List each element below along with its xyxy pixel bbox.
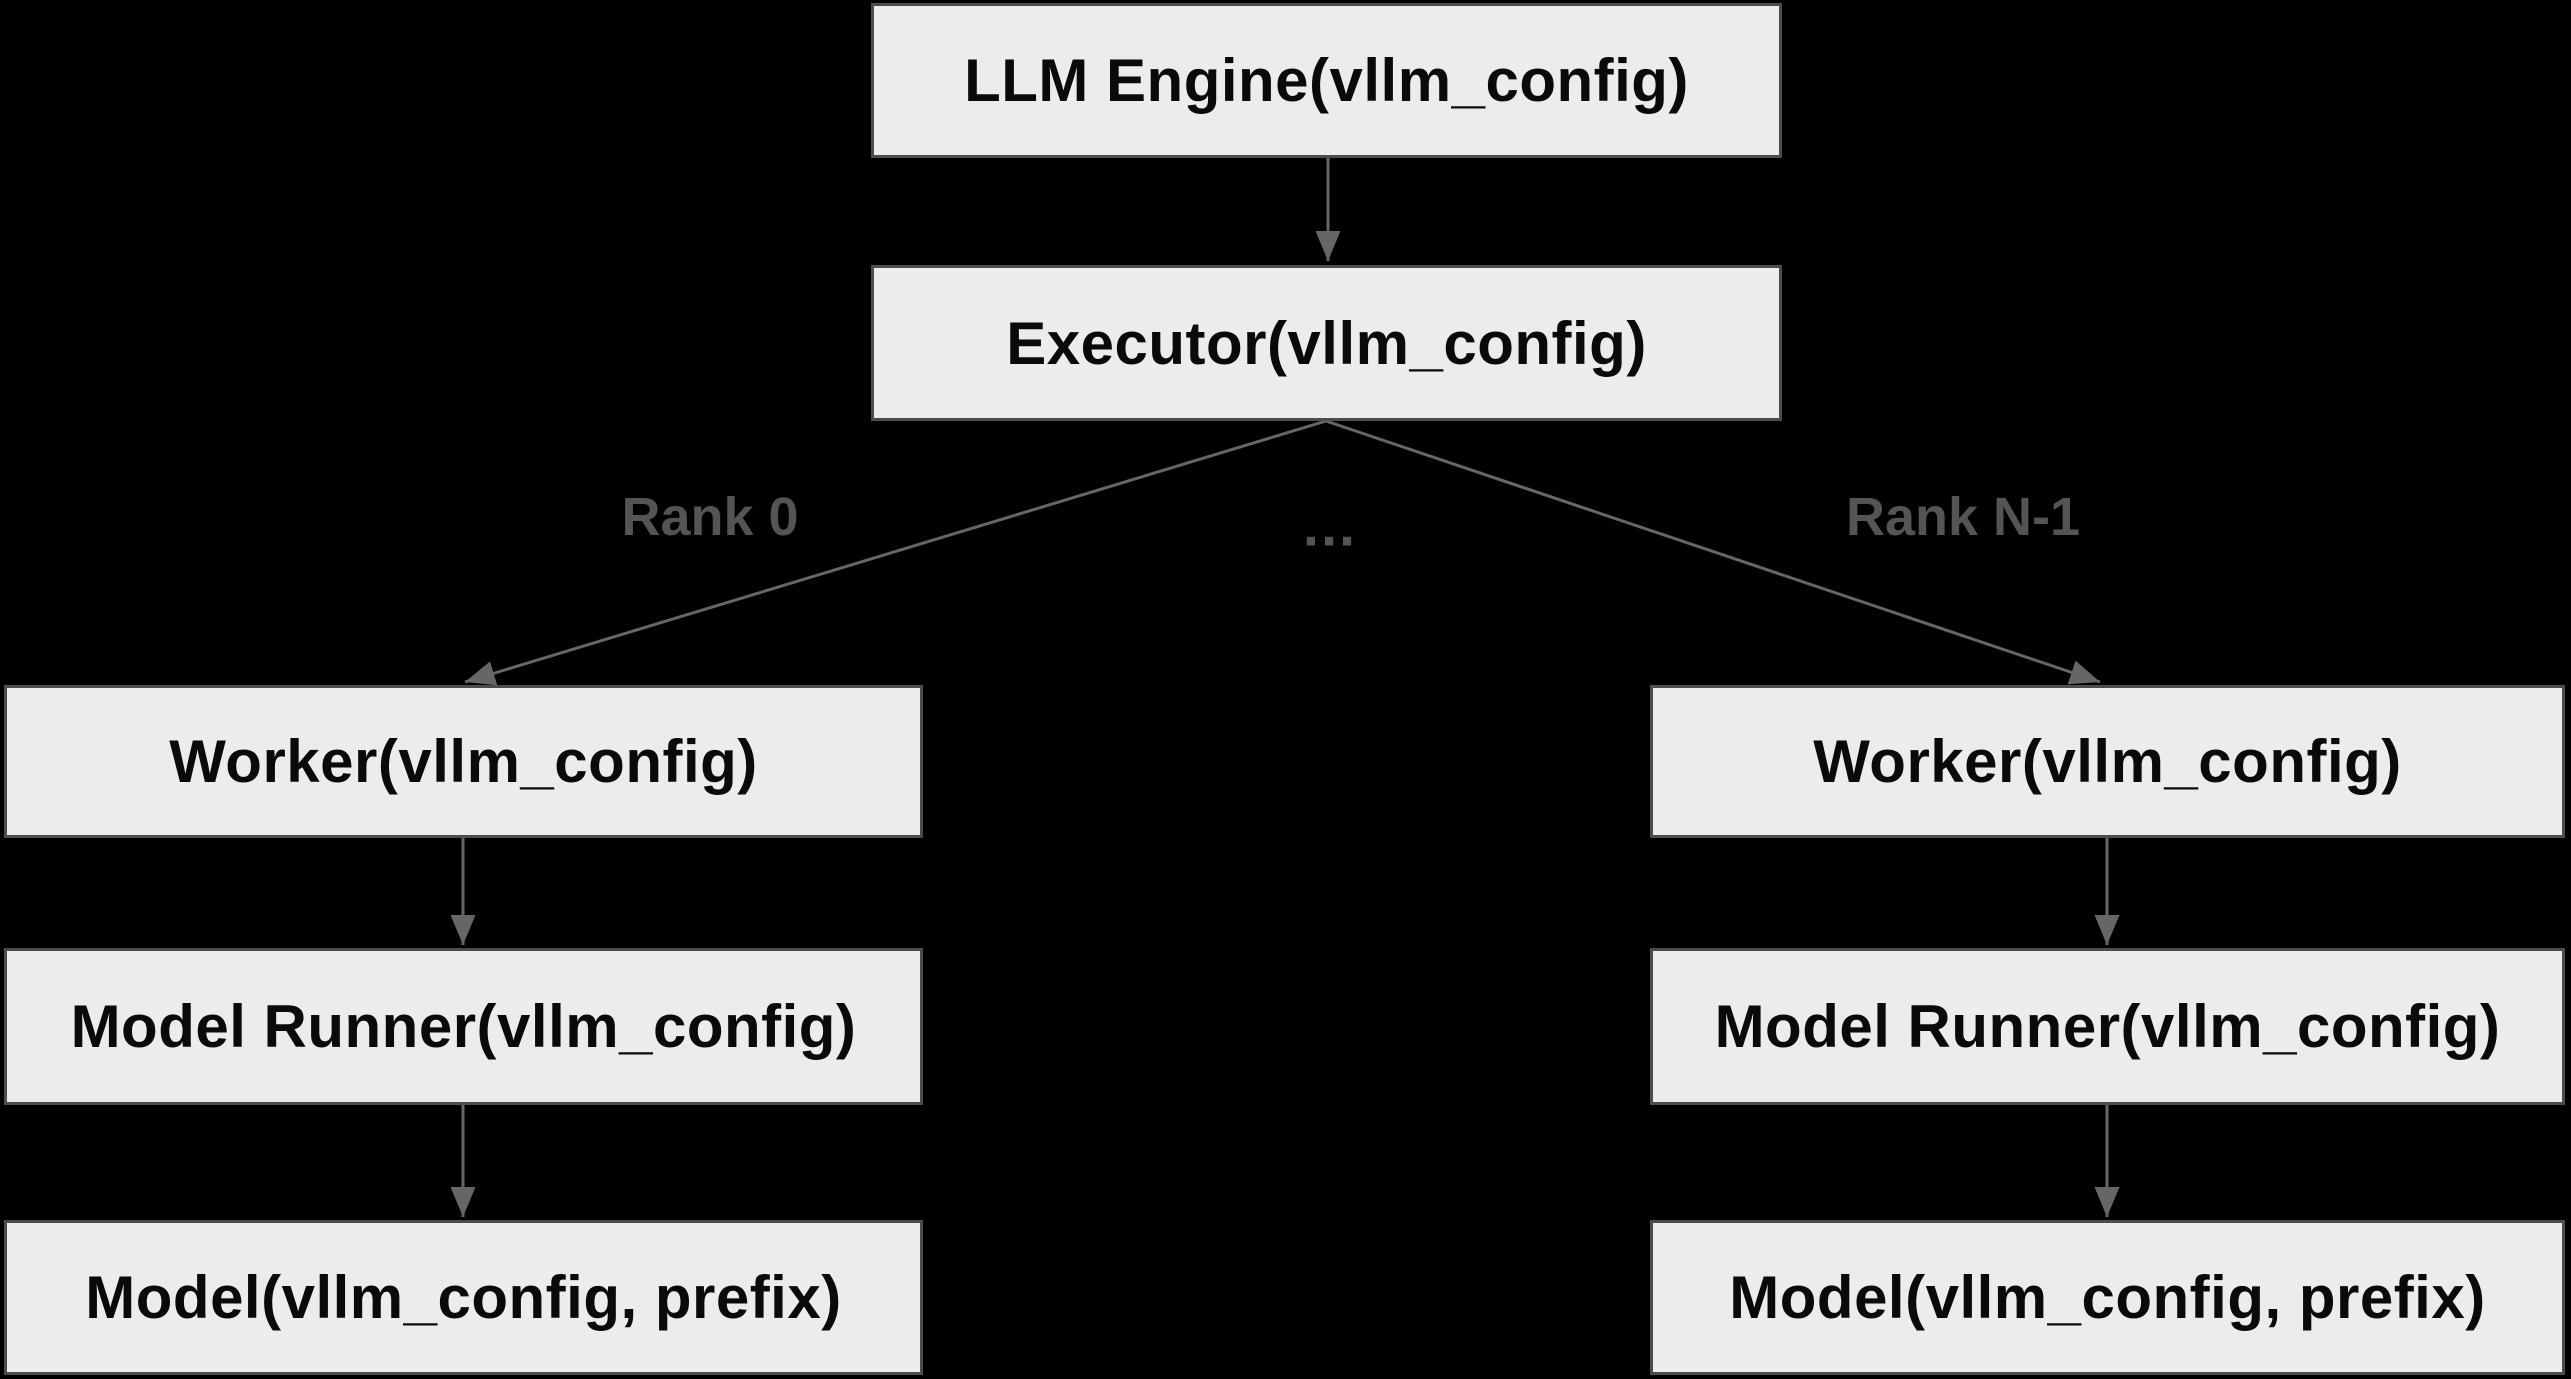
edge-executor-to-worker-left: [464, 419, 1327, 686]
node-worker-rank-0: Worker(vllm_config): [4, 685, 923, 838]
node-worker-rank-0-label: Worker(vllm_config): [169, 728, 758, 795]
node-llm-engine: LLM Engine(vllm_config): [871, 3, 1782, 158]
node-executor-label: Executor(vllm_config): [1006, 309, 1647, 377]
node-model-runner-rank-n-1-label: Model Runner(vllm_config): [1714, 993, 2501, 1060]
node-model-rank-n-1-label: Model(vllm_config, prefix): [1729, 1264, 2486, 1331]
node-model-rank-0: Model(vllm_config, prefix): [4, 1220, 923, 1375]
node-model-runner-rank-0: Model Runner(vllm_config): [4, 948, 923, 1105]
edge-label-ellipsis: ...: [1302, 493, 1358, 559]
node-executor: Executor(vllm_config): [871, 265, 1782, 421]
node-model-runner-rank-n-1: Model Runner(vllm_config): [1650, 948, 2565, 1105]
node-model-rank-n-1: Model(vllm_config, prefix): [1650, 1220, 2565, 1375]
edge-label-rank-0: Rank 0: [621, 487, 799, 547]
edge-label-rank-n-1: Rank N-1: [1845, 487, 2081, 547]
node-worker-rank-n-1-label: Worker(vllm_config): [1813, 728, 2402, 795]
node-model-runner-rank-0-label: Model Runner(vllm_config): [70, 993, 857, 1060]
edge-executor-to-worker-right: [1325, 419, 2101, 685]
node-llm-engine-label: LLM Engine(vllm_config): [964, 47, 1689, 114]
node-model-rank-0-label: Model(vllm_config, prefix): [85, 1264, 842, 1331]
node-worker-rank-n-1: Worker(vllm_config): [1650, 685, 2565, 838]
